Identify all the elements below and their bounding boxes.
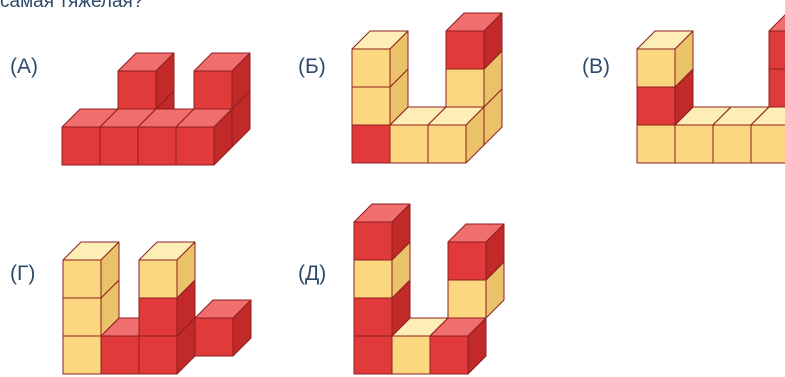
cube-top-face — [768, 14, 785, 32]
question-fragment: самая тяжелая? — [0, 0, 144, 12]
cube-front-face — [353, 335, 393, 375]
option-v-label: (В) — [582, 55, 610, 78]
cube-front-face — [391, 335, 431, 375]
cube-front-face — [175, 126, 215, 166]
option-a-label: (А) — [10, 55, 38, 78]
cube-front-face — [353, 221, 393, 261]
cube-front-face — [447, 279, 487, 319]
option-d-label: (Д) — [298, 262, 327, 285]
cube-front-face — [750, 124, 785, 164]
option-b-label: (Б) — [298, 55, 326, 78]
cube-front-face — [427, 124, 467, 164]
cube-front-face — [429, 335, 469, 375]
cube-front-face — [636, 48, 676, 88]
cube-front-face — [447, 241, 487, 281]
cube-front-face — [768, 68, 785, 108]
cube-front-face — [445, 30, 485, 70]
cube-front-face — [62, 259, 102, 299]
cube-front-face — [351, 48, 391, 88]
option-g-label: (Г) — [10, 262, 36, 285]
cube-front-face — [138, 259, 178, 299]
cube-front-face — [353, 259, 393, 299]
cube-front-face — [768, 30, 785, 70]
cube-front-face — [353, 297, 393, 337]
